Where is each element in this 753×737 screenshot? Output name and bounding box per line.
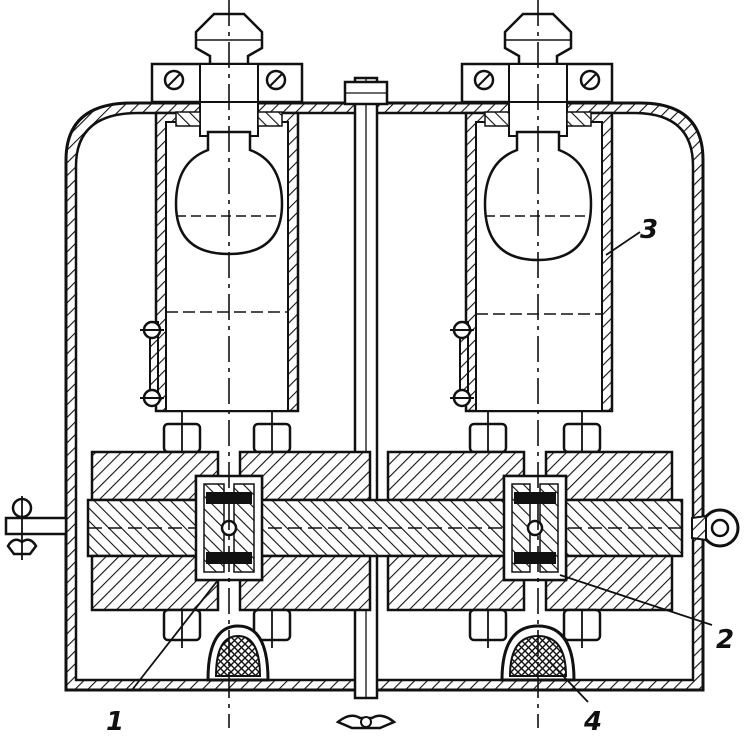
right-coupling-bushing: [502, 474, 568, 582]
left-lamp-screw-left: [163, 69, 185, 91]
left-rubber-foot: [206, 624, 270, 682]
callout-label-3: 3: [640, 215, 658, 245]
right-lamp-screw-left: [473, 69, 495, 91]
leader-lines: [131, 231, 713, 703]
right-lamp-assembly: [450, 12, 614, 413]
right-lamp-side-clamp: [450, 320, 474, 408]
left-lamp-screw-right: [265, 69, 287, 91]
left-lamp-side-clamp: [140, 320, 164, 408]
lower-bolts: [162, 608, 602, 648]
horizontal-shaft: [86, 498, 684, 558]
callout-label-1: 1: [106, 707, 124, 737]
upper-bolts: [162, 412, 602, 454]
center-lines: [228, 0, 539, 728]
right-lamp-screw-right: [579, 69, 601, 91]
bottom-wing-nut: [335, 714, 397, 730]
callout-label-2: 2: [716, 625, 734, 655]
left-side-fastener: [4, 496, 68, 560]
left-lamp-assembly: [140, 12, 304, 413]
right-hinge-eye: [691, 508, 740, 548]
callout-label-4: 4: [583, 707, 602, 737]
